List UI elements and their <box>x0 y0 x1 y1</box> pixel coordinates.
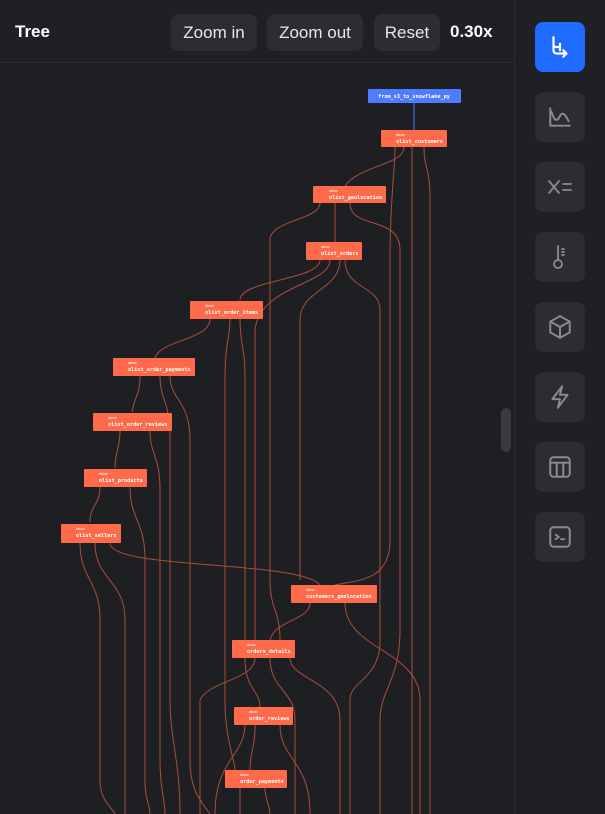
sidebar-terminal-button[interactable] <box>535 512 585 562</box>
node-label: order_payments <box>240 779 284 785</box>
node-tag: dbmo <box>306 588 315 592</box>
node-tag: dbmo <box>240 773 249 777</box>
sidebar-tree-button[interactable] <box>535 22 585 72</box>
node-label: olist_customers <box>396 139 443 145</box>
dag-node[interactable]: dbmo orders_details <box>232 640 295 658</box>
node-tag: dbmo <box>99 472 108 476</box>
sidebar-chart-button[interactable] <box>535 92 585 142</box>
node-label: customers_geolocation <box>306 594 372 600</box>
dag-node-source[interactable]: from_s3_to_snowflake_py <box>368 89 461 103</box>
node-tag: dbmo <box>247 643 256 647</box>
dag-node[interactable]: dbmo order_payments <box>225 770 287 788</box>
dag-edges <box>79 103 431 814</box>
node-label: olist_products <box>99 478 143 484</box>
zoom-out-button[interactable]: Zoom out <box>267 14 363 51</box>
dag-node[interactable]: dbmo olist_order_reviews <box>93 413 172 431</box>
panel-divider <box>514 0 515 814</box>
sidebar-table-button[interactable] <box>535 442 585 492</box>
dag-node[interactable]: dbmo olist_orders <box>306 242 362 260</box>
vertical-scrollbar[interactable] <box>501 408 511 452</box>
dag-node[interactable]: dbmo olist_products <box>84 469 147 487</box>
node-tag: dbmo <box>76 527 85 531</box>
node-label: orders_details <box>247 649 291 655</box>
dag-node[interactable]: dbmo olist_customers <box>381 130 447 147</box>
node-label: olist_geolocation <box>329 195 382 201</box>
zoom-in-button[interactable]: Zoom in <box>171 14 257 51</box>
dag-node[interactable]: dbmo olist_order_items <box>190 301 263 319</box>
node-label: olist_order_payments <box>128 367 190 373</box>
node-label: olist_order_reviews <box>108 422 167 428</box>
reset-button[interactable]: Reset <box>374 14 440 51</box>
thermometer-icon <box>553 245 565 269</box>
chart-icon <box>549 107 571 127</box>
right-sidebar <box>515 0 605 814</box>
node-label: olist_order_items <box>205 310 258 316</box>
table-icon <box>549 456 571 478</box>
page-title: Tree <box>15 22 50 41</box>
node-label: olist_sellers <box>76 533 117 539</box>
cube-icon <box>549 315 571 339</box>
node-tag: dbmo <box>205 304 214 308</box>
terminal-icon <box>549 526 571 548</box>
node-tag: dbmo <box>108 416 117 420</box>
sidebar-cube-button[interactable] <box>535 302 585 352</box>
dag-node[interactable]: dbmo olist_sellers <box>61 524 121 543</box>
dag-node[interactable]: dbmo olist_order_payments <box>113 358 195 376</box>
sidebar-thermometer-button[interactable] <box>535 232 585 282</box>
lightning-icon <box>551 385 569 409</box>
node-tag: dbmo <box>329 189 338 193</box>
toolbar: Tree Zoom in Zoom out Reset 0.30x <box>0 0 514 63</box>
node-label: olist_orders <box>321 251 358 257</box>
dag-canvas[interactable]: from_s3_to_snowflake_py dbmo olist_custo… <box>0 63 514 814</box>
tree-icon <box>552 36 568 58</box>
dag-node[interactable]: dbmo olist_geolocation <box>313 186 386 203</box>
node-tag: dbmo <box>128 361 137 365</box>
sidebar-variables-button[interactable] <box>535 162 585 212</box>
node-tag: dbmo <box>396 133 405 137</box>
node-label: from_s3_to_snowflake_py <box>378 94 450 100</box>
variables-icon <box>548 180 572 194</box>
node-label: order_reviews <box>249 716 290 722</box>
node-tag: dbmo <box>249 710 258 714</box>
sidebar-lightning-button[interactable] <box>535 372 585 422</box>
zoom-level: 0.30x <box>450 22 493 41</box>
dag-node[interactable]: dbmo customers_geolocation <box>291 585 377 603</box>
dag-node[interactable]: dbmo order_reviews <box>234 707 293 725</box>
node-tag: dbmo <box>321 245 330 249</box>
dag-graph: from_s3_to_snowflake_py dbmo olist_custo… <box>61 89 461 814</box>
